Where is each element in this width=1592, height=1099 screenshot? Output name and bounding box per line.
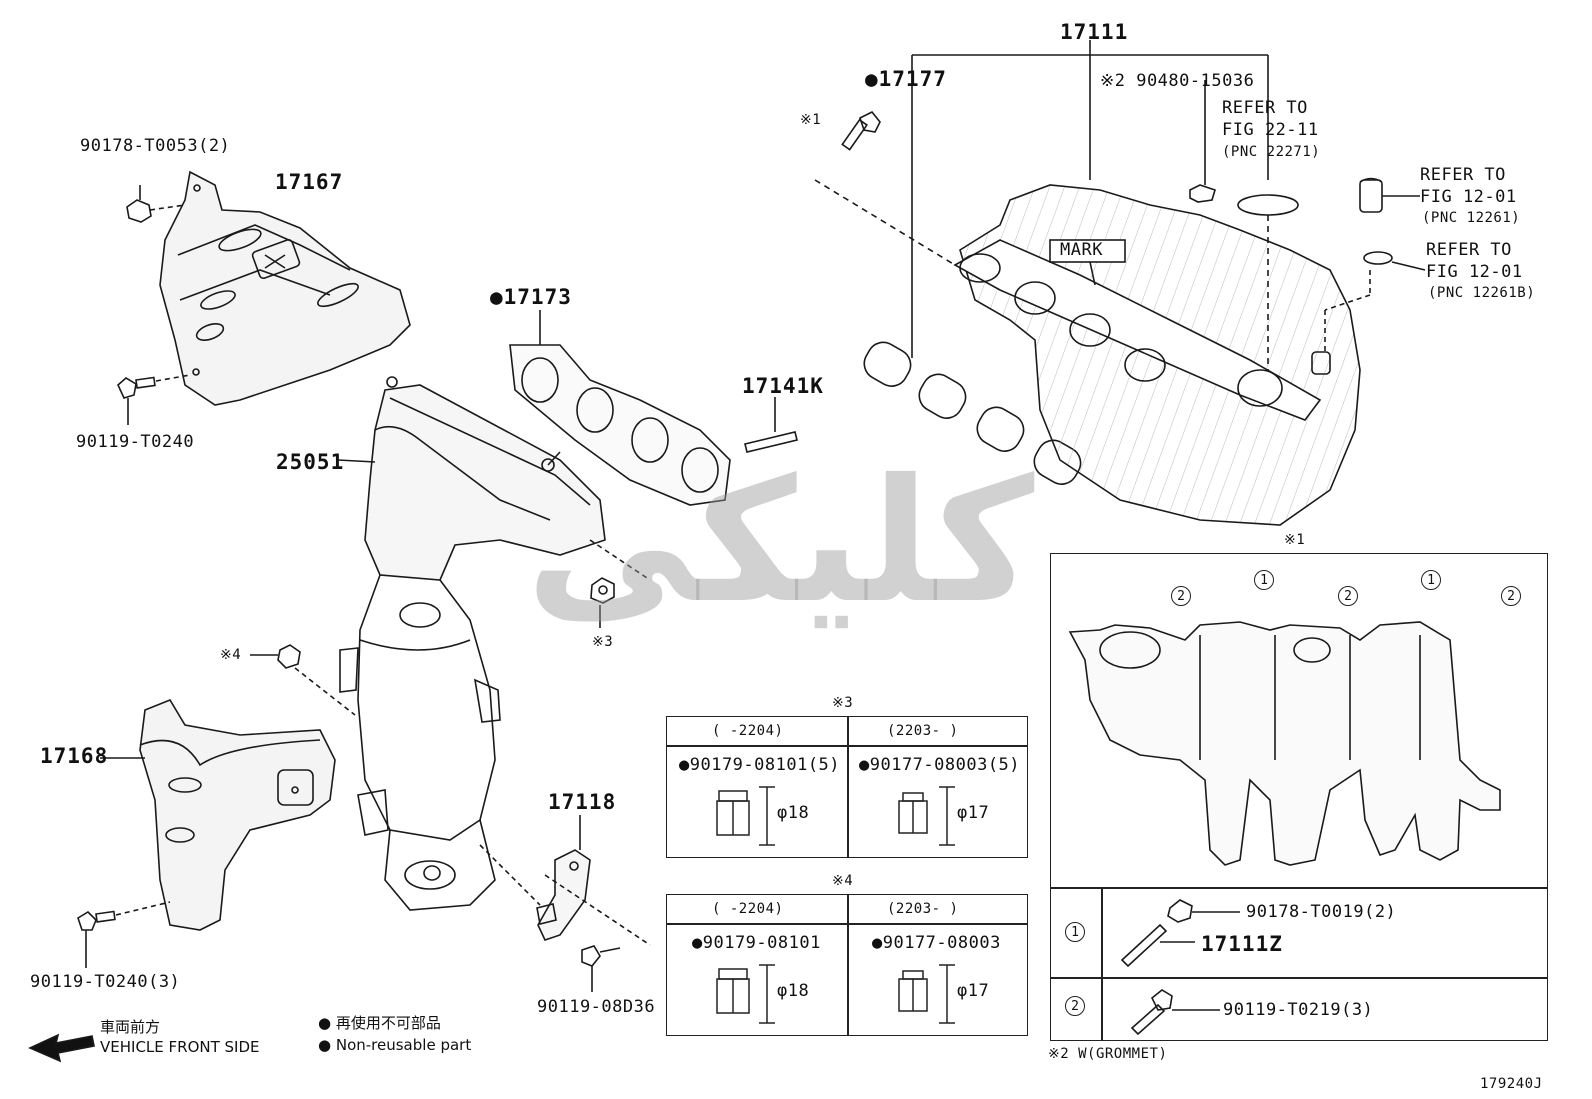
heat-insulator-upper-drawing [159,170,411,406]
vehicle-front-jp: 車両前方 [100,1018,161,1036]
mark1-bolt-label: ※1 [800,112,822,128]
intake-gasket-17177-drawing [863,40,1269,485]
table3-title: ※3 [832,695,854,711]
table4-col1-dim: φ18 [777,981,810,1001]
part-17167-label: 17167 [275,170,344,194]
figure-id: 179240J [1480,1076,1543,1092]
detail1-part-17111z: 17111Z [1201,932,1283,956]
part-90119-08d36-label: 90119-08D36 [537,997,656,1017]
legend-en: ● Non-reusable part [318,1036,472,1054]
grommet-note: ※2 W(GROMMET) [1048,1046,1168,1062]
heat-insulator-lower-drawing [100,699,336,931]
detail1-box: 2 1 2 1 2 1 2 90178-T0019(2) 17111Z 9011… [1050,553,1548,1041]
table3-col1-dim: φ18 [777,803,810,823]
detail1-marker-1: 2 [1171,586,1191,606]
detail1-row1-num: 1 [1065,922,1085,942]
detail1-part-90178-t0019: 90178-T0019(2) [1246,902,1397,922]
gasket-17173-drawing [509,310,731,506]
table3: ( -2204) (2203- ) ●90179-08101(5) ●90177… [666,716,1028,858]
refer-fig-22-11-line1: REFER TO [1222,98,1308,118]
table4-col2-dim: φ17 [957,981,990,1001]
table3-col2-nut-icon [898,786,955,846]
part-25051-label: 25051 [276,450,345,474]
part-17141k-label: 17141K [742,374,824,398]
refer-fig-12-01-b-line2: FIG 12-01 [1426,262,1523,282]
table4: ( -2204) (2203- ) ●90179-08101 ●90177-08… [666,894,1028,1036]
refer-fig-12-01-b-line1: REFER TO [1426,240,1512,260]
stud-17141k-drawing [744,397,798,453]
nut-mark3-drawing [589,539,651,628]
bracket-17118-drawing [479,815,651,992]
part-17118-label: 17118 [548,790,617,814]
table3-col2-head: (2203- ) [887,723,959,739]
detail1-row2-num: 2 [1065,996,1085,1016]
refer-fig-12-01-a-line2: FIG 12-01 [1420,187,1517,207]
refer-fig-22-11-line3: (PNC 22271) [1222,144,1321,160]
table4-col1-part: ●90179-08101 [692,933,821,953]
grommet-part-label: ※2 90480-15036 [1100,71,1255,91]
intake-manifold-17111-drawing [953,80,1426,526]
detail1-manifold-drawing [1068,621,1501,866]
detail1-title: ※1 [1284,532,1306,548]
table4-col1-nut-icon [716,964,775,1024]
vehicle-front-en: VEHICLE FRONT SIDE [100,1038,260,1056]
bolt-90119-t0240-upper-drawing [117,374,191,425]
nut-mark4-drawing [250,644,356,716]
nut-90178-t0053-drawing [126,185,186,223]
table3-col1-head: ( -2204) [712,723,784,739]
refer-fig-12-01-b-line3: (PNC 12261B) [1428,285,1536,301]
table3-col1-part: ●90179-08101(5) [679,755,841,775]
mark4-label: ※4 [220,647,242,663]
table3-col2-dim: φ17 [957,803,990,823]
table4-col2-nut-icon [898,964,955,1024]
refer-fig-12-01-a-line3: (PNC 12261) [1422,210,1521,226]
part-90178-t0053-label: 90178-T0053(2) [80,136,231,156]
detail1-marker-3: 2 [1338,586,1358,606]
vehicle-front-arrow [28,1033,95,1063]
watermark: کلیکی [526,443,1035,641]
part-17177-label: ●17177 [865,67,947,91]
part-17111-label: 17111 [1060,20,1129,44]
detail1-marker-2: 1 [1254,570,1274,590]
part-90119-t0240-label: 90119-T0240 [76,432,195,452]
part-90119-t0240-3-label: 90119-T0240(3) [30,972,181,992]
refer-fig-22-11-line2: FIG 22-11 [1222,120,1319,140]
bolt-mark1-drawing [814,110,956,266]
refer-fig-12-01-a-line1: REFER TO [1420,165,1506,185]
table4-col1-head: ( -2204) [712,901,784,917]
exhaust-manifold-converter-drawing [337,376,606,911]
table3-col2-part: ●90177-08003(5) [859,755,1021,775]
detail1-marker-4: 1 [1421,570,1441,590]
detail-bolt-drawings [1120,899,1240,1036]
mark-label: MARK [1060,240,1103,260]
table4-col2-head: (2203- ) [887,901,959,917]
part-17173-label: ●17173 [490,285,572,309]
bolt-90119-t0240-3-drawing [77,901,171,968]
detail1-part-90119-t0219: 90119-T0219(3) [1223,1000,1374,1020]
table3-col1-nut-icon [716,786,775,846]
table4-title: ※4 [832,873,854,889]
legend-jp: ● 再使用不可部品 [318,1014,441,1032]
mark3-label: ※3 [592,634,614,650]
table4-col2-part: ●90177-08003 [872,933,1001,953]
detail1-marker-5: 2 [1501,586,1521,606]
part-17168-label: 17168 [40,744,109,768]
